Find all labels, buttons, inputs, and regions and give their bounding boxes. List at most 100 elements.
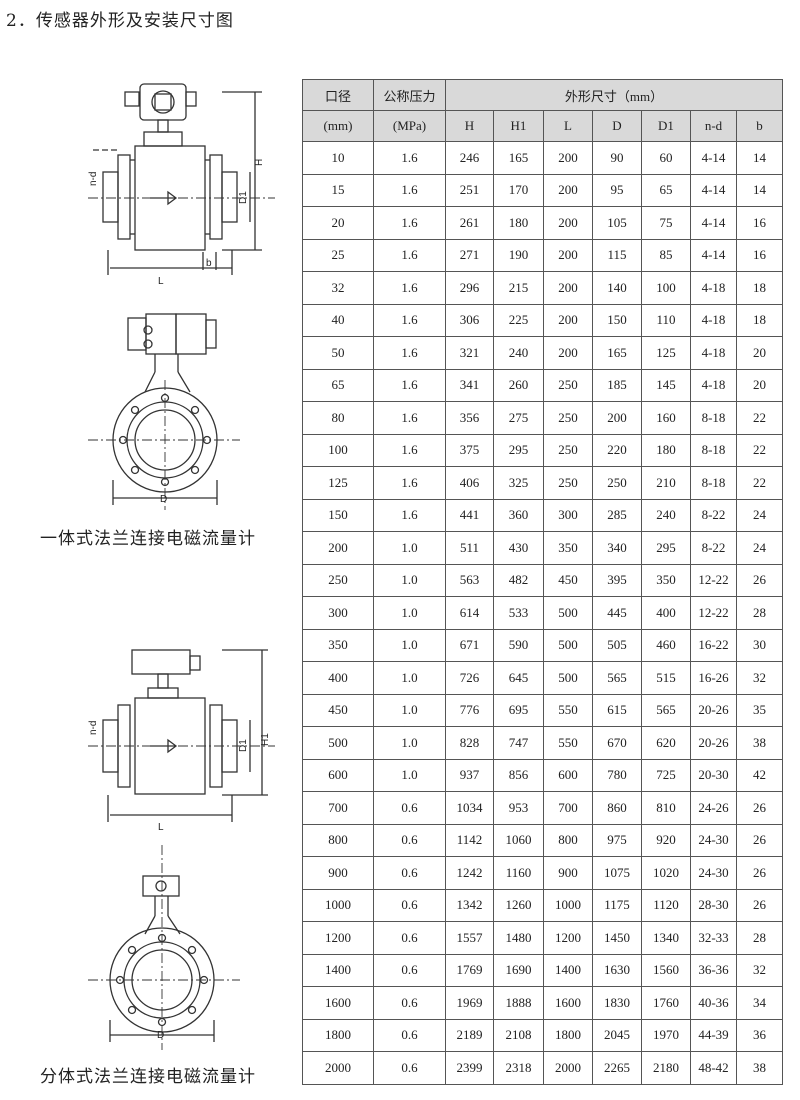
table-cell: 105 (592, 206, 642, 240)
table-cell: 747 (493, 726, 544, 760)
table-cell: 856 (493, 758, 544, 792)
table-cell: 250 (592, 466, 642, 500)
label-b-1: b (206, 258, 212, 269)
table-cell: 20 (736, 336, 783, 370)
table-cell: 1.6 (373, 238, 446, 272)
table-cell: 1.6 (373, 173, 446, 207)
table-cell: 200 (592, 401, 642, 435)
table-cell: 110 (641, 303, 691, 337)
table-cell: 645 (493, 661, 544, 695)
table-cell: 2189 (445, 1018, 494, 1052)
table-cell: 900 (543, 856, 593, 890)
label-H: H (254, 159, 265, 166)
table-cell: 1175 (592, 888, 642, 922)
table-cell: 100 (641, 271, 691, 305)
table-cell: 1020 (641, 856, 691, 890)
table-cell: 8-18 (690, 401, 737, 435)
table-cell: 828 (445, 726, 494, 760)
table-cell: 2108 (493, 1018, 544, 1052)
table-cell: 620 (641, 726, 691, 760)
table-cell: 460 (641, 628, 691, 662)
caption-integrated: 一体式法兰连接电磁流量计 (40, 529, 256, 549)
table-cell: 261 (445, 206, 494, 240)
table-cell: 1600 (302, 986, 374, 1020)
table-cell: 1.6 (373, 401, 446, 435)
table-cell: 210 (641, 466, 691, 500)
table-cell: 250 (543, 433, 593, 467)
header-dims: 外形尺寸（mm） (445, 79, 783, 111)
caption-separate: 分体式法兰连接电磁流量计 (40, 1067, 256, 1087)
table-cell: 22 (736, 466, 783, 500)
table-cell: 285 (592, 498, 642, 532)
table-cell: 42 (736, 758, 783, 792)
table-cell: 65 (302, 368, 374, 402)
header-col-D1: D1 (641, 110, 691, 142)
table-cell: 125 (302, 466, 374, 500)
table-cell: 1340 (641, 921, 691, 955)
table-cell: 200 (543, 173, 593, 207)
table-cell: 250 (543, 401, 593, 435)
label-nd-2: n-d (88, 721, 99, 735)
table-cell: 30 (736, 628, 783, 662)
table-cell: 1.6 (373, 498, 446, 532)
table-cell: 32 (736, 953, 783, 987)
table-cell: 0.6 (373, 888, 446, 922)
table-cell: 240 (493, 336, 544, 370)
table-cell: 550 (543, 693, 593, 727)
table-cell: 0.6 (373, 1018, 446, 1052)
integrated-front-view (88, 313, 240, 510)
header-col-D: D (592, 110, 642, 142)
label-nd-1: n-d (88, 172, 99, 186)
table-cell: 8-22 (690, 531, 737, 565)
table-cell: 1400 (543, 953, 593, 987)
table-cell: 250 (543, 466, 593, 500)
table-cell: 24-30 (690, 856, 737, 890)
table-cell: 1970 (641, 1018, 691, 1052)
table-cell: 16-22 (690, 628, 737, 662)
table-cell: 500 (543, 628, 593, 662)
table-cell: 780 (592, 758, 642, 792)
table-cell: 20-26 (690, 726, 737, 760)
table-cell: 8-18 (690, 466, 737, 500)
table-cell: 671 (445, 628, 494, 662)
table-cell: 550 (543, 726, 593, 760)
table-cell: 1.6 (373, 206, 446, 240)
table-cell: 200 (543, 141, 593, 175)
table-cell: 1630 (592, 953, 642, 987)
table-cell: 165 (592, 336, 642, 370)
table-cell: 375 (445, 433, 494, 467)
label-H1: H1 (260, 733, 271, 746)
table-cell: 505 (592, 628, 642, 662)
table-cell: 215 (493, 271, 544, 305)
table-cell: 200 (543, 238, 593, 272)
table-cell: 445 (592, 596, 642, 630)
table-cell: 615 (592, 693, 642, 727)
table-cell: 251 (445, 173, 494, 207)
table-cell: 4-14 (690, 238, 737, 272)
table-cell: 1800 (543, 1018, 593, 1052)
table-cell: 8-18 (690, 433, 737, 467)
table-cell: 1.0 (373, 693, 446, 727)
table-cell: 441 (445, 498, 494, 532)
table-cell: 4-18 (690, 336, 737, 370)
table-cell: 26 (736, 791, 783, 825)
table-cell: 14 (736, 141, 783, 175)
label-L-2: L (158, 822, 164, 833)
dimension-table: 口径 公称压力 外形尺寸（mm） (mm) (MPa) H H1 L D D1 … (302, 79, 783, 1085)
table-cell: 0.6 (373, 823, 446, 857)
table-cell: 350 (543, 531, 593, 565)
table-cell: 75 (641, 206, 691, 240)
table-cell: 0.6 (373, 1051, 446, 1085)
table-cell: 250 (543, 368, 593, 402)
header-pressure-unit: (MPa) (373, 110, 446, 142)
